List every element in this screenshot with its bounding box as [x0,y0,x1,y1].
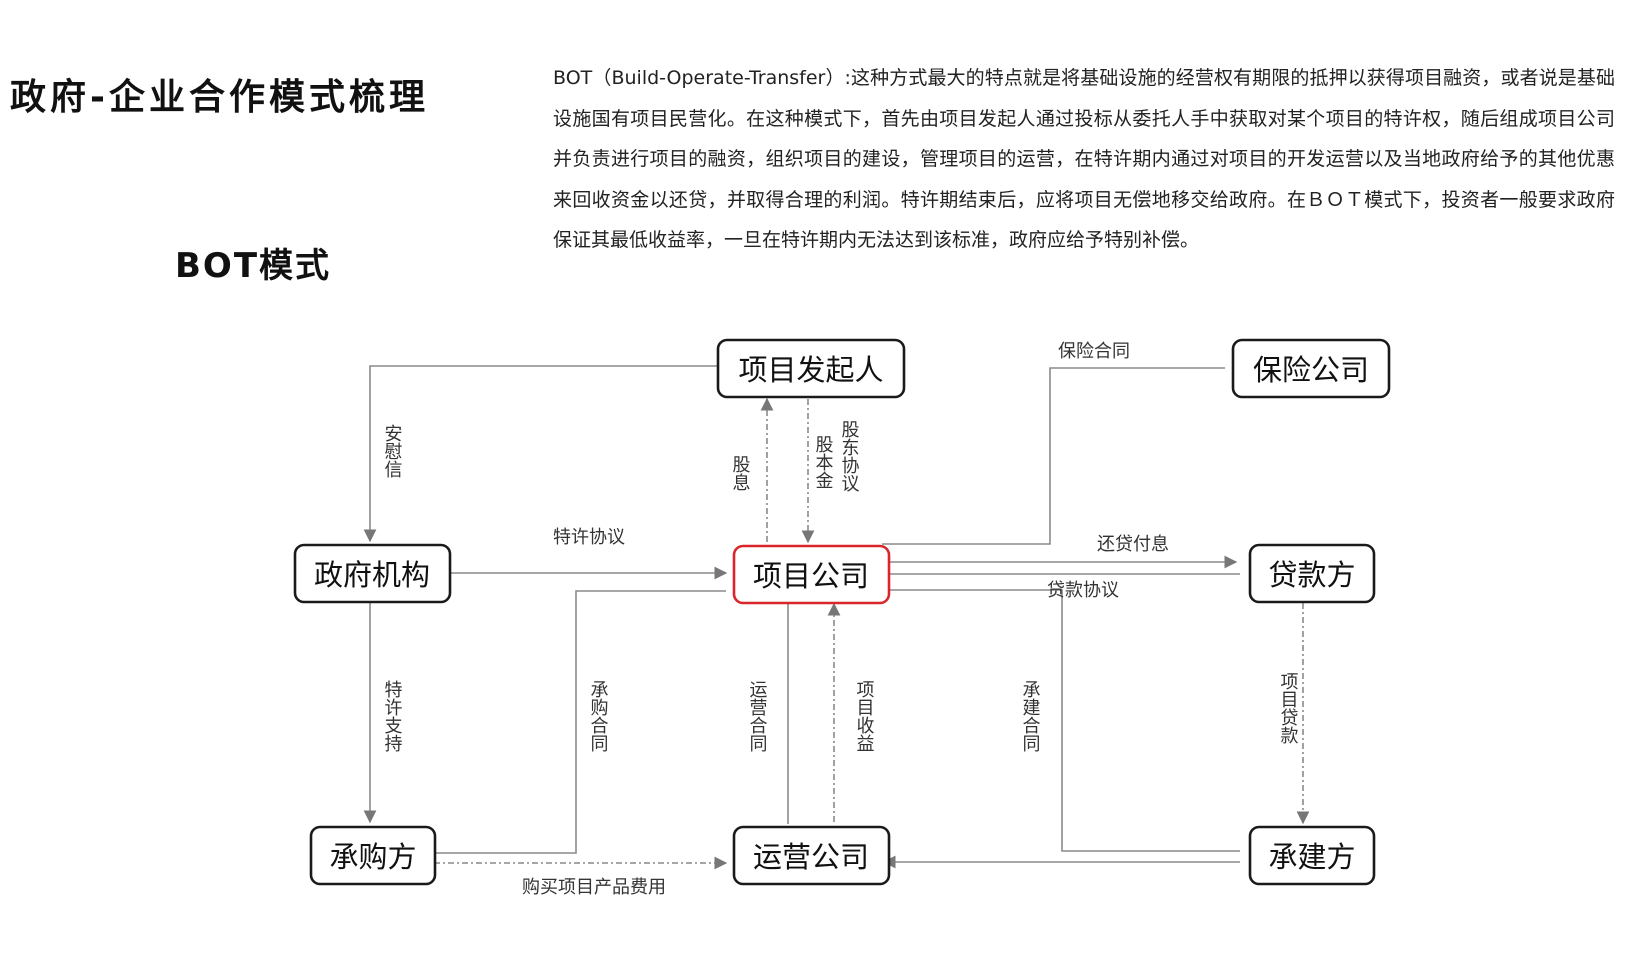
label-construction-contract: 承建合同 [1020,680,1041,753]
node-insurance-label: 保险公司 [1253,353,1369,387]
node-sponsor-label: 项目发起人 [738,353,883,387]
label-loan-agreement: 贷款协议 [1047,580,1119,601]
page-title: 政府-企业合作模式梳理 [10,77,429,118]
label-operation-contract: 运营合同 [747,680,768,753]
label-repayment: 还贷付息 [1097,534,1169,555]
label-project-revenue: 项目收益 [854,680,875,752]
label-shareholder-agreement: 股东协议 [839,420,860,492]
edge-purchase-contract [434,590,726,854]
label-purchase-fee: 购买项目产品费用 [522,877,666,898]
label-project-loan: 项目贷款 [1278,672,1299,745]
node-operator-label: 运营公司 [753,840,869,874]
label-dividend: 股息 [730,455,751,491]
node-lender-label: 贷款方 [1268,558,1355,592]
node-sponsor: 项目发起人 [716,338,906,399]
node-purchaser-label: 承购方 [329,840,416,874]
node-contractor: 承建方 [1248,825,1376,886]
node-contractor-label: 承建方 [1268,840,1355,874]
node-project-company: 项目公司 [732,544,891,605]
node-government-label: 政府机构 [314,558,430,592]
label-equity: 股本金 [813,435,834,489]
edge-construction-contract [882,589,1240,852]
label-concession-agreement: 特许协议 [553,527,625,548]
intro-paragraph: BOT（Build-Operate-Transfer）:这种方式最大的特点就是将… [553,67,1615,251]
label-insurance-contract: 保险合同 [1058,341,1130,362]
node-lender: 贷款方 [1248,543,1376,604]
edge-comfort-letter [363,365,718,543]
node-project-company-label: 项目公司 [753,559,869,593]
section-title: BOT模式 [175,246,332,286]
label-comfort-letter: 安慰信 [382,424,403,478]
label-purchase-contract: 承购合同 [588,680,609,753]
node-government: 政府机构 [293,543,452,604]
edge-insurance-contract [882,367,1225,545]
node-operator: 运营公司 [732,825,891,886]
node-purchaser: 承购方 [309,825,437,886]
node-insurance: 保险公司 [1231,338,1391,399]
label-concession-support: 特许支持 [382,680,403,753]
